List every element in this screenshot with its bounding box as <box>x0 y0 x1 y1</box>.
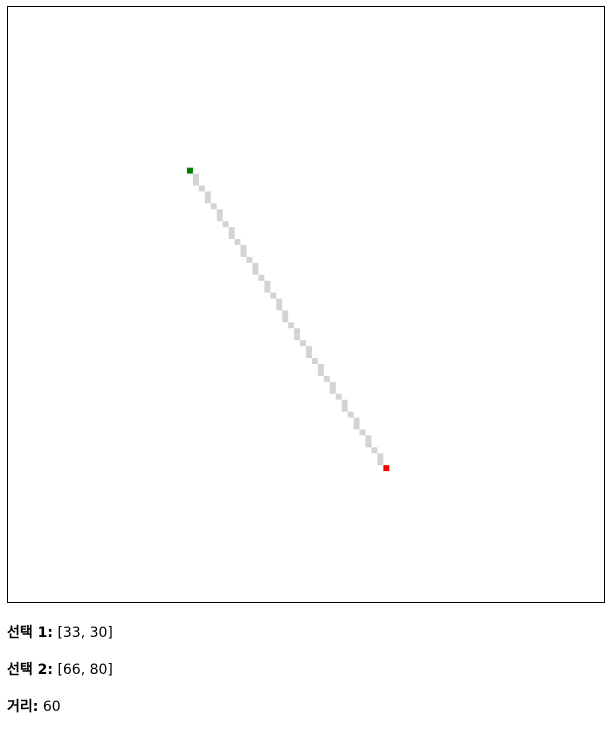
path-cell <box>377 453 384 460</box>
path-cell <box>252 262 259 269</box>
path-cell <box>353 423 360 430</box>
path-cell <box>335 393 342 400</box>
selection-2-info: 선택 2: [66, 80] <box>7 661 113 679</box>
path-cell <box>192 179 199 186</box>
path-cell <box>216 209 223 216</box>
path-cell <box>222 221 229 228</box>
distance-label: 거리: <box>7 699 39 715</box>
path-cell <box>377 459 384 466</box>
path-cell <box>365 435 372 442</box>
path-cell <box>264 280 271 287</box>
path-cell <box>192 173 199 180</box>
selection-2-value: [66, 80] <box>57 662 113 678</box>
path-cell <box>341 405 348 412</box>
path-cell <box>282 310 289 317</box>
path-cell <box>329 387 336 394</box>
path-cell <box>288 322 295 329</box>
path-cell <box>359 429 366 436</box>
path-cell <box>234 239 241 245</box>
path-cell <box>240 250 247 257</box>
path-cell <box>246 256 253 263</box>
selection-2-label: 선택 2: <box>7 662 53 678</box>
selection-1-info: 선택 1: [33, 30] <box>7 624 113 642</box>
path-cell <box>365 441 372 448</box>
path-cell <box>282 316 289 323</box>
path-cell <box>258 274 265 281</box>
grid-canvas[interactable] <box>7 6 605 603</box>
path-cell <box>264 286 271 293</box>
path-cell <box>347 411 354 418</box>
path-cell <box>228 227 235 234</box>
path-cell <box>300 340 306 347</box>
path-cell <box>306 346 312 353</box>
grid-svg[interactable] <box>8 7 604 602</box>
selection-1-value: [33, 30] <box>57 625 113 641</box>
path-cell <box>252 268 259 275</box>
path-cell <box>216 215 223 222</box>
path-cell <box>317 364 324 370</box>
path-cell <box>311 358 318 364</box>
path-cell <box>204 197 211 204</box>
distance-info: 거리: 60 <box>7 698 61 716</box>
path-cell <box>371 447 378 454</box>
path-cell <box>294 334 301 341</box>
path-cell <box>353 417 360 424</box>
path-cell <box>198 185 205 192</box>
path-cell <box>329 381 336 388</box>
distance-value: 60 <box>42 699 61 715</box>
path-cell <box>341 399 348 406</box>
path-cell <box>228 233 235 240</box>
path-cell <box>306 352 312 359</box>
selection-2-marker <box>383 465 390 472</box>
path-cell <box>276 298 283 305</box>
path-cell <box>240 245 247 251</box>
path-cell <box>204 191 211 198</box>
selection-1-marker <box>187 167 193 174</box>
path-cell <box>294 328 301 335</box>
path-cell <box>317 369 324 376</box>
path-cell <box>323 375 330 382</box>
selection-1-label: 선택 1: <box>7 625 53 641</box>
path-cell <box>210 203 217 210</box>
path-cell <box>270 292 277 299</box>
path-cell <box>276 304 283 311</box>
